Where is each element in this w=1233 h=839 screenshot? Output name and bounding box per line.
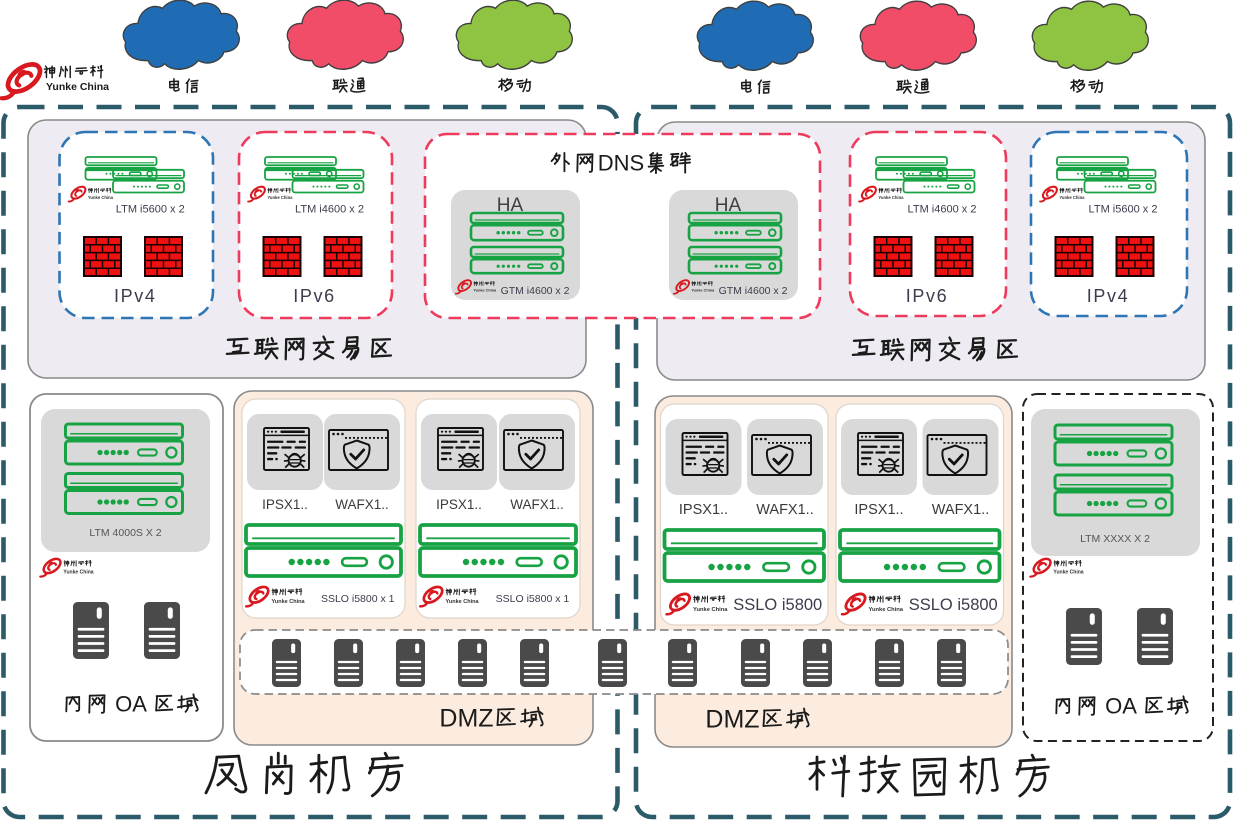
svg-text:IPv6: IPv6 (293, 286, 335, 306)
svg-text:Yunke China: Yunke China (868, 607, 903, 613)
svg-text:IPv4: IPv4 (1087, 286, 1129, 306)
svg-text:IPSX1..: IPSX1.. (436, 497, 482, 512)
svg-text:LTM i5600 x 2: LTM i5600 x 2 (1089, 204, 1158, 216)
svg-text:Yunke China: Yunke China (1059, 195, 1085, 200)
svg-text:DMZ: DMZ (705, 706, 759, 734)
svg-text:OA: OA (115, 691, 147, 716)
svg-text:Yunke China: Yunke China (271, 599, 305, 605)
svg-text:IPSX1..: IPSX1.. (854, 502, 903, 518)
svg-text:LTM i5600 x 2: LTM i5600 x 2 (116, 204, 185, 216)
svg-text:IPSX1..: IPSX1.. (679, 502, 728, 518)
svg-text:DNS: DNS (598, 150, 644, 175)
svg-text:IPv6: IPv6 (906, 286, 948, 306)
svg-text:WAFX1..: WAFX1.. (510, 497, 564, 512)
svg-text:LTM XXXX X 2: LTM XXXX X 2 (1080, 533, 1150, 545)
svg-text:OA: OA (1105, 693, 1137, 718)
svg-text:SSLO i5800 x 1: SSLO i5800 x 1 (321, 593, 395, 605)
svg-text:IPv4: IPv4 (114, 286, 156, 306)
svg-text:SSLO i5800: SSLO i5800 (733, 596, 822, 614)
svg-text:SSLO i5800: SSLO i5800 (909, 596, 998, 614)
svg-text:LTM i4600 x 2: LTM i4600 x 2 (295, 204, 364, 216)
svg-text:WAFX1..: WAFX1.. (756, 502, 813, 518)
svg-text:SSLO i5800 x 1: SSLO i5800 x 1 (496, 593, 570, 605)
svg-text:LTM i4600 x 2: LTM i4600 x 2 (908, 204, 977, 216)
svg-text:Yunke China: Yunke China (473, 288, 497, 292)
svg-text:WAFX1..: WAFX1.. (335, 497, 389, 512)
svg-text:LTM 4000S X 2: LTM 4000S X 2 (89, 527, 161, 539)
svg-text:Yunke China: Yunke China (693, 607, 728, 613)
svg-text:HA: HA (715, 195, 742, 216)
svg-text:DMZ: DMZ (439, 705, 493, 733)
svg-text:Yunke China: Yunke China (46, 81, 109, 93)
svg-text:HA: HA (497, 195, 524, 216)
svg-text:WAFX1..: WAFX1.. (932, 502, 989, 518)
svg-text:GTM i4600 x 2: GTM i4600 x 2 (501, 285, 570, 297)
svg-text:Yunke China: Yunke China (88, 195, 114, 200)
svg-text:Yunke China: Yunke China (878, 195, 904, 200)
svg-text:Yunke China: Yunke China (63, 570, 93, 576)
svg-text:Yunke China: Yunke China (267, 195, 293, 200)
svg-text:Yunke China: Yunke China (691, 288, 715, 292)
svg-text:Yunke China: Yunke China (445, 599, 479, 605)
svg-text:GTM i4600 x 2: GTM i4600 x 2 (719, 285, 788, 297)
svg-text:IPSX1..: IPSX1.. (262, 497, 308, 512)
svg-text:Yunke China: Yunke China (1053, 570, 1083, 576)
